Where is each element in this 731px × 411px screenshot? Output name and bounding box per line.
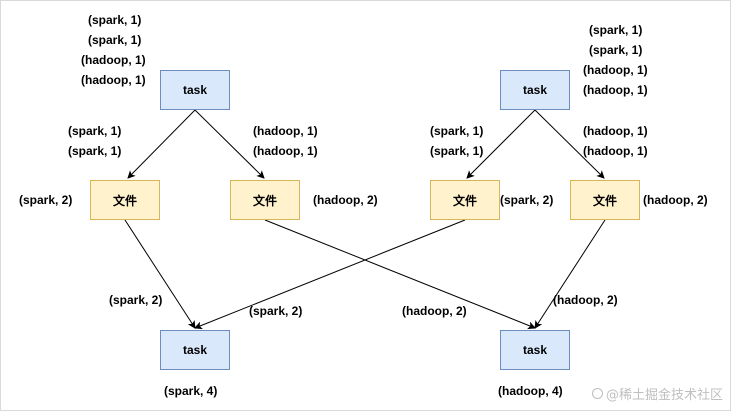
label-tl-input-2: (spark, 1) [88,33,142,47]
label-edge-file3-to-bl: (spark, 2) [249,304,303,318]
label-file4-out: (hadoop, 2) [643,193,708,207]
watermark: @稀土掘金技术社区 [591,384,723,403]
edge-file-2-to-task-bottom-right [264,219,536,330]
label-tr-input-2: (spark, 1) [589,43,643,57]
label-tl-input-4: (hadoop, 1) [81,73,146,87]
label-tl-to-file1-2: (spark, 1) [68,144,122,158]
label-tr-to-file4-2: (hadoop, 1) [583,144,648,158]
label-edge-file1-to-bl: (spark, 2) [109,293,163,307]
file-node-3: 文件 [430,180,500,220]
label-tr-input-3: (hadoop, 1) [583,63,648,77]
label-file3-out: (spark, 2) [500,193,554,207]
label-tl-to-file2-2: (hadoop, 1) [253,144,318,158]
edge-task-top-right-to-file-3 [466,109,536,179]
edge-task-top-right-to-file-4 [534,109,605,179]
label-file2-out: (hadoop, 2) [313,193,378,207]
task-node-bottom-right: task [500,330,570,370]
watermark-logo-icon [591,388,603,399]
file-node-4: 文件 [570,180,640,220]
label-edge-file2-to-br: (hadoop, 2) [402,304,467,318]
task-node-top-right: task [500,70,570,110]
edge-file-4-to-task-bottom-right [534,219,606,329]
label-tr-to-file4-1: (hadoop, 1) [583,124,648,138]
label-tl-input-1: (spark, 1) [88,13,142,27]
task-node-top-left: task [160,70,230,110]
label-tl-to-file1-1: (spark, 1) [68,124,122,138]
label-tr-to-file3-2: (spark, 1) [430,144,484,158]
edge-file-1-to-task-bottom-left [124,219,196,329]
task-node-bottom-left: task [160,330,230,370]
label-tr-to-file3-1: (spark, 1) [430,124,484,138]
edge-task-top-left-to-file-1 [127,109,196,179]
label-tr-input-1: (spark, 1) [589,23,643,37]
edge-file-3-to-task-bottom-left [194,219,466,330]
label-tr-input-4: (hadoop, 1) [583,83,648,97]
label-br-result: (hadoop, 4) [498,384,563,398]
edge-task-top-left-to-file-2 [194,109,265,179]
file-node-2: 文件 [230,180,300,220]
label-edge-file4-to-br: (hadoop, 2) [553,293,618,307]
label-tl-input-3: (hadoop, 1) [81,53,146,67]
file-node-1: 文件 [90,180,160,220]
label-tl-to-file2-1: (hadoop, 1) [253,124,318,138]
watermark-text: @稀土掘金技术社区 [605,388,723,403]
label-file1-out: (spark, 2) [19,193,73,207]
label-bl-result: (spark, 4) [164,384,218,398]
